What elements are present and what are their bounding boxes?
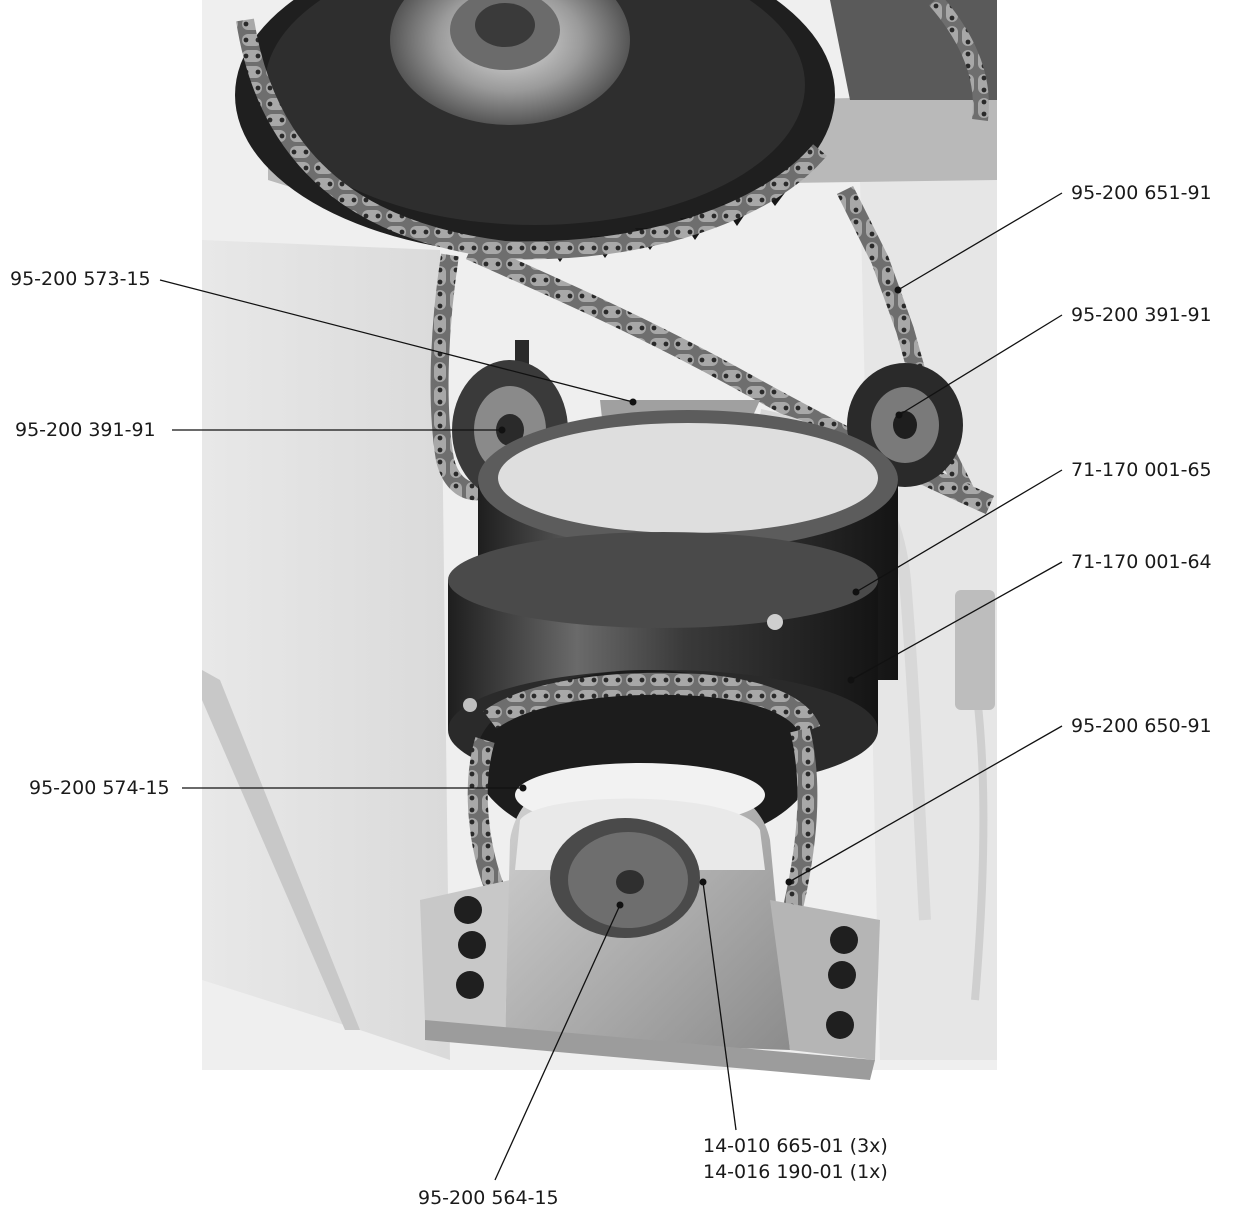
leader-95-200-573-15 bbox=[159, 279, 634, 403]
label-95-200-651-91: 95-200 651-91 bbox=[1071, 182, 1212, 204]
leader-95-200-391-91-right bbox=[898, 314, 1063, 416]
machine-photo bbox=[202, 0, 997, 1080]
label-71-170-001-65: 71-170 001-65 bbox=[1071, 459, 1212, 481]
part-labels: 95-200 651-91 95-200 391-91 95-200 573-1… bbox=[10, 182, 1212, 1209]
leader-14-010-665-01 bbox=[702, 881, 737, 1131]
label-71-170-001-64: 71-170 001-64 bbox=[1071, 551, 1212, 573]
clutch-drum bbox=[448, 400, 900, 790]
top-right-chain bbox=[928, 0, 989, 121]
label-95-200-564-15: 95-200 564-15 bbox=[418, 1187, 559, 1209]
connector-block bbox=[955, 590, 995, 710]
leader-dots bbox=[498, 286, 903, 909]
left-wall-edge bbox=[202, 670, 360, 1030]
upper-chain-loop bbox=[236, 18, 827, 260]
leader-95-200-651-91 bbox=[897, 192, 1063, 291]
label-14-010-665-01: 14-010 665-01 (3x) bbox=[703, 1135, 888, 1157]
leader-71-170-001-64 bbox=[850, 561, 1063, 681]
label-14-016-190-01: 14-016 190-01 (1x) bbox=[703, 1161, 888, 1183]
label-95-200-391-91-right: 95-200 391-91 bbox=[1071, 304, 1212, 326]
leader-71-170-001-65 bbox=[855, 469, 1063, 593]
leader-95-200-650-91 bbox=[788, 725, 1063, 883]
label-95-200-391-91-left: 95-200 391-91 bbox=[15, 419, 156, 441]
label-95-200-573-15: 95-200 573-15 bbox=[10, 268, 151, 290]
mounting-bolts bbox=[454, 896, 858, 1039]
label-95-200-650-91: 95-200 650-91 bbox=[1071, 715, 1212, 737]
leader-lines bbox=[159, 192, 1063, 1181]
left-wall bbox=[202, 240, 450, 1060]
leader-95-200-564-15 bbox=[494, 904, 621, 1181]
label-95-200-574-15: 95-200 574-15 bbox=[29, 777, 170, 799]
bearing-pedestal bbox=[420, 763, 880, 1080]
